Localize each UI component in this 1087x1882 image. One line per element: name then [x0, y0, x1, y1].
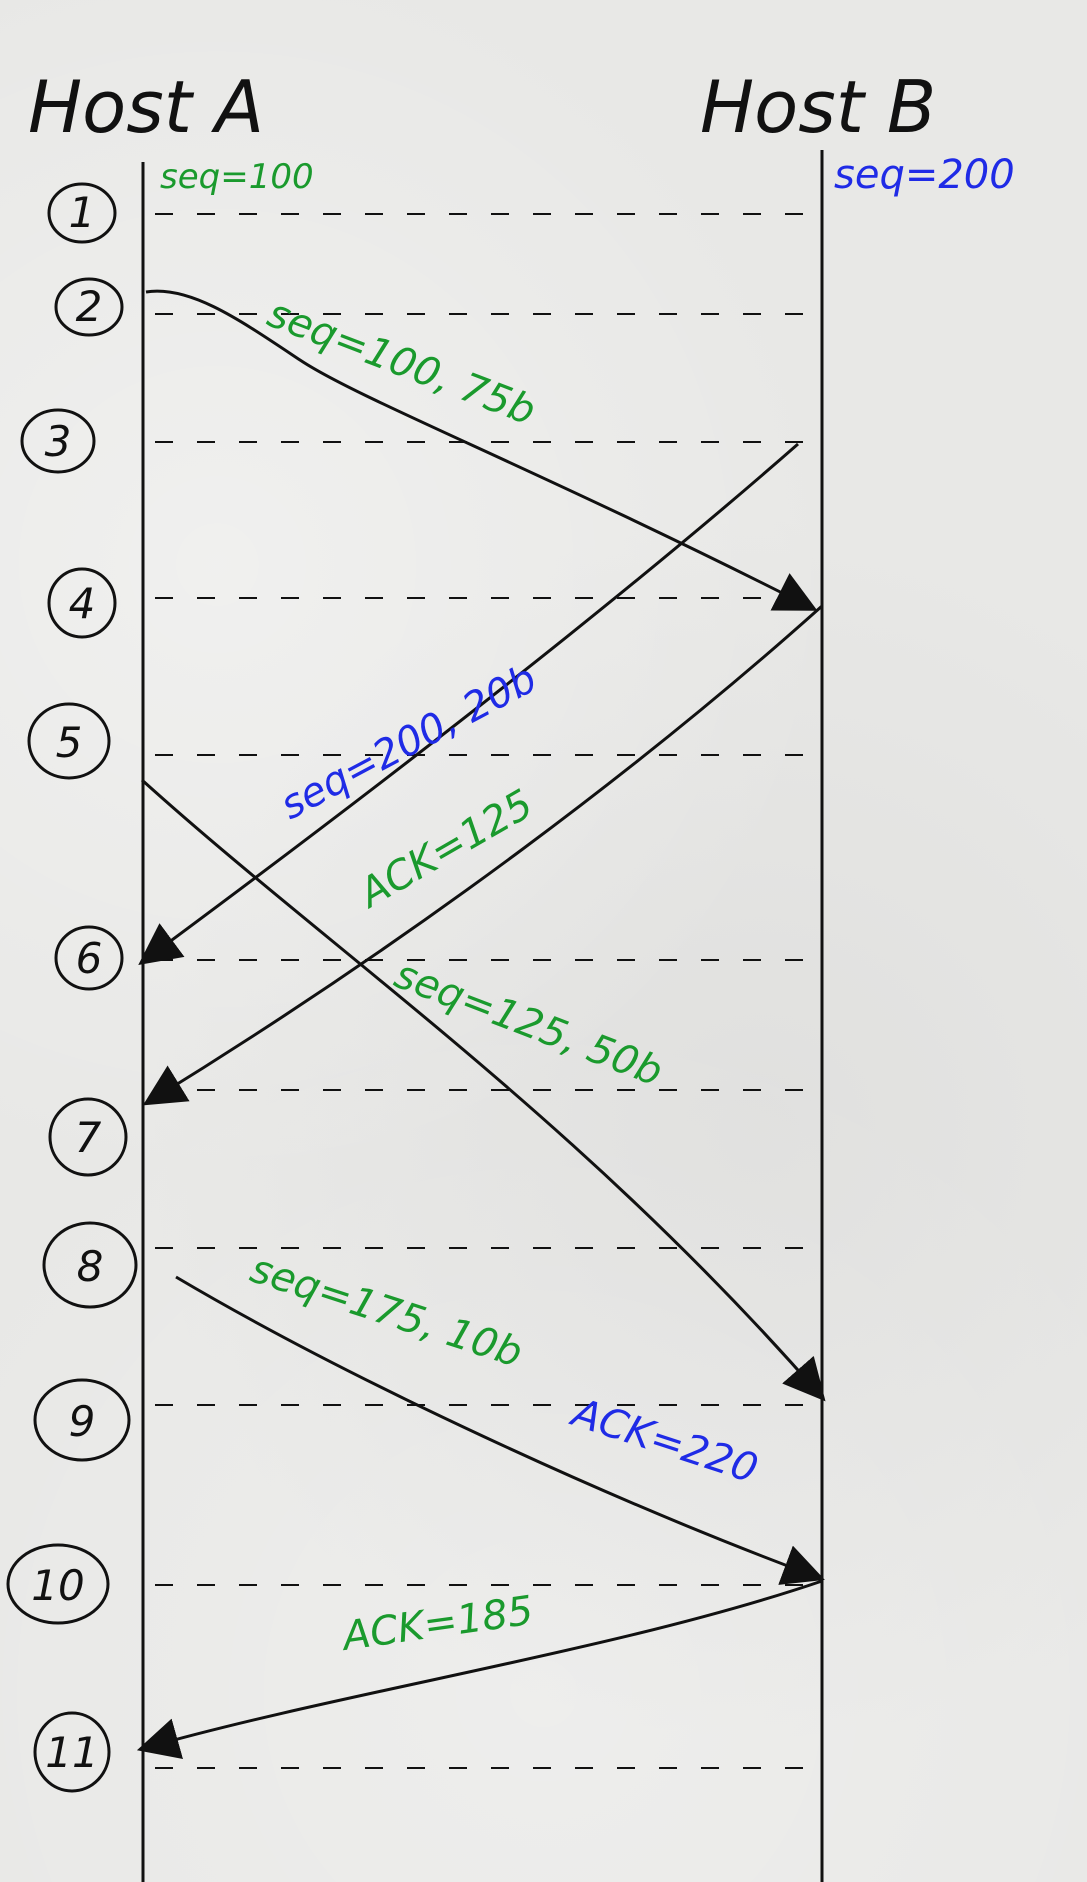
- time-grid: [155, 213, 822, 1769]
- step-markers: 1 2 3 4 5 6 7: [6, 182, 138, 1793]
- step-number-10: 10: [31, 1561, 84, 1610]
- arrow-ack-185: [136, 1579, 823, 1760]
- message-arrows: [136, 289, 826, 1760]
- arrow-ack-125: [142, 604, 824, 1106]
- host-b-label: Host B: [700, 65, 936, 149]
- step-marker-9: 9: [33, 1378, 131, 1462]
- step-number-1: 1: [69, 188, 96, 237]
- step-marker-5: 5: [27, 702, 111, 780]
- step-number-6: 6: [76, 934, 103, 983]
- step-number-9: 9: [69, 1397, 96, 1446]
- arrow-a-to-b-5: [175, 1275, 825, 1585]
- step-number-8: 8: [77, 1242, 104, 1291]
- host-b-initial-seq: seq=200: [834, 152, 1015, 198]
- step-marker-7: 7: [48, 1097, 128, 1177]
- message-label-m3: ACK=125: [349, 781, 540, 918]
- host-a-initial-seq: seq=100: [160, 157, 314, 197]
- arrow-a-to-b-1: [145, 289, 818, 611]
- step-number-5: 5: [56, 718, 83, 767]
- arrow-a-to-b-4: [140, 778, 826, 1402]
- step-number-2: 2: [76, 282, 103, 331]
- step-marker-3: 3: [20, 408, 96, 474]
- step-number-4: 4: [69, 579, 96, 628]
- step-number-11: 11: [45, 1728, 98, 1777]
- step-marker-4: 4: [47, 567, 117, 639]
- step-marker-2: 2: [54, 277, 124, 337]
- message-label-m7: ACK=185: [337, 1588, 536, 1661]
- step-marker-6: 6: [54, 925, 124, 991]
- arrow-b-to-a-2: [138, 442, 799, 965]
- step-marker-11: 11: [33, 1711, 111, 1793]
- step-marker-10: 10: [6, 1543, 110, 1625]
- step-marker-8: 8: [42, 1221, 138, 1309]
- step-marker-1: 1: [47, 182, 117, 244]
- step-number-7: 7: [75, 1113, 102, 1162]
- message-label-m5: seq=175, 10b: [245, 1246, 528, 1377]
- host-a-label: Host A: [28, 65, 264, 149]
- step-number-3: 3: [45, 417, 72, 466]
